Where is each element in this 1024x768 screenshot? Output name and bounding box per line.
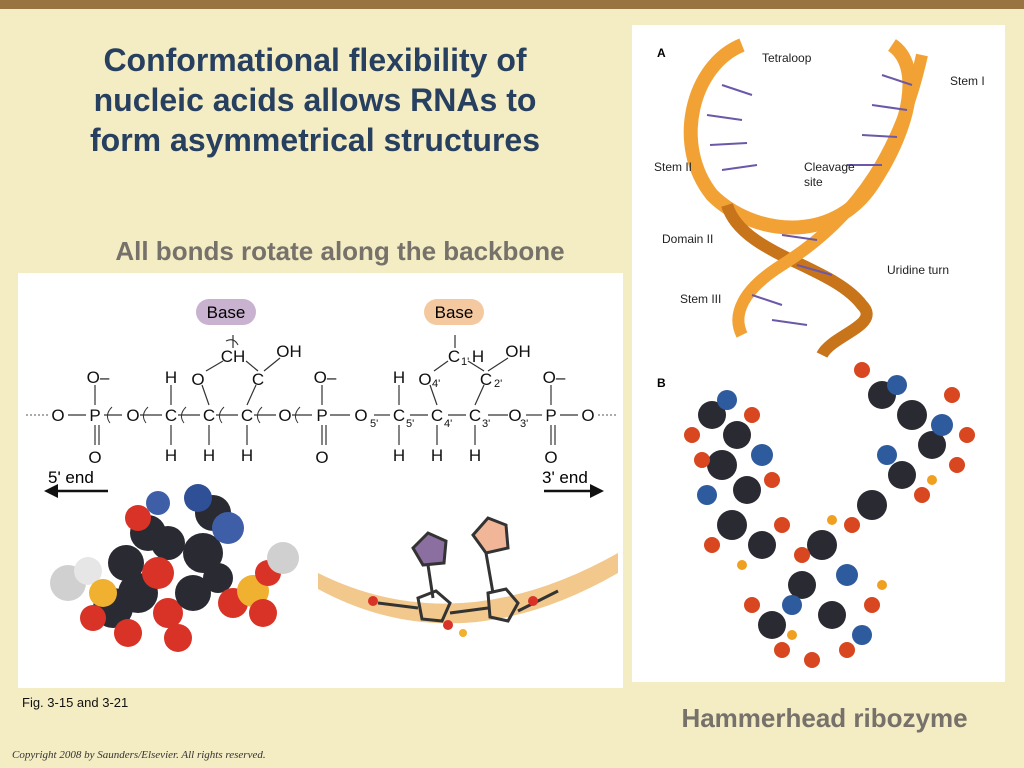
svg-text:O: O <box>126 406 139 425</box>
copyright-notice: Copyright 2008 by Saunders/Elsevier. All… <box>12 749 266 761</box>
svg-text:P: P <box>545 406 556 425</box>
ribbon-model <box>683 38 928 359</box>
annotation-domain2: Domain II <box>662 232 713 246</box>
arrow-3prime-head <box>590 484 604 498</box>
svg-text:H: H <box>203 446 215 465</box>
annotation-uridine: Uridine turn <box>887 263 949 277</box>
svg-text:C: C <box>203 406 215 425</box>
svg-text:C: C <box>448 347 460 366</box>
svg-text:C: C <box>469 406 481 425</box>
annotation-stem2: Stem II <box>654 160 692 174</box>
annotation-stem1: Stem I <box>950 74 985 88</box>
rotation-arrows <box>106 339 301 424</box>
svg-text:O: O <box>191 370 204 389</box>
svg-text:O: O <box>581 406 594 425</box>
ribozyme-diagram: A B Tetraloop Stem I Stem II Cleavage si… <box>654 38 985 668</box>
backbone-bonds <box>68 335 578 445</box>
svg-text:C: C <box>431 406 443 425</box>
figure-caption: Fig. 3-15 and 3-21 <box>22 695 129 710</box>
svg-text:H: H <box>165 368 177 387</box>
svg-text:H: H <box>165 446 177 465</box>
annotation-site: site <box>804 175 823 189</box>
svg-text:3': 3' <box>520 418 528 430</box>
annotation-cleavage: Cleavage <box>804 160 855 174</box>
space-filling-model <box>50 484 299 652</box>
svg-text:O: O <box>88 448 101 467</box>
svg-text:O–: O– <box>543 368 566 387</box>
phosphate-double-bonds <box>98 425 556 445</box>
base-label-right: Base <box>435 303 474 322</box>
title-line-2: nucleic acids allows RNAs to <box>93 82 537 118</box>
svg-text:3': 3' <box>482 418 490 430</box>
svg-text:P: P <box>316 406 327 425</box>
svg-text:OH: OH <box>276 342 302 361</box>
svg-text:P: P <box>89 406 100 425</box>
base-bubble-left <box>196 299 256 325</box>
svg-text:O: O <box>418 370 431 389</box>
slide-title: Conformational flexibility of nucleic ac… <box>40 40 590 160</box>
ribbon-annotations: Tetraloop Stem I Stem II Cleavage site D… <box>654 51 985 306</box>
svg-text:O: O <box>544 448 557 467</box>
base-label-left: Base <box>207 303 246 322</box>
end-label-3prime: 3' end <box>542 468 588 487</box>
position-subscripts: 5' 5' 4' 3' 3' 4' 2' 1' <box>370 356 528 430</box>
svg-text:H: H <box>241 446 253 465</box>
svg-text:4': 4' <box>432 378 440 390</box>
svg-text:1': 1' <box>461 356 469 368</box>
svg-text:H: H <box>472 347 484 366</box>
panel-label-a: A <box>657 46 666 60</box>
title-line-3: form asymmetrical structures <box>90 122 540 158</box>
ribozyme-figure-panel: A B Tetraloop Stem I Stem II Cleavage si… <box>632 25 1005 682</box>
svg-text:C: C <box>252 370 264 389</box>
ribozyme-space-filling-model <box>684 362 975 668</box>
annotation-stem3: Stem III <box>680 292 721 306</box>
svg-text:O–: O– <box>87 368 110 387</box>
svg-text:O: O <box>315 448 328 467</box>
svg-text:5': 5' <box>406 418 414 430</box>
slide-subtitle: All bonds rotate along the backbone <box>115 236 565 266</box>
svg-text:2': 2' <box>494 378 502 390</box>
svg-text:H: H <box>431 446 443 465</box>
svg-text:O: O <box>508 406 521 425</box>
svg-text:H: H <box>393 446 405 465</box>
panel-label-b: B <box>657 376 666 390</box>
svg-text:C: C <box>165 406 177 425</box>
arrow-5prime-head <box>44 484 58 498</box>
svg-text:H: H <box>393 368 405 387</box>
annotation-tetraloop: Tetraloop <box>762 51 812 65</box>
end-label-5prime: 5' end <box>48 468 94 487</box>
svg-text:4': 4' <box>444 418 452 430</box>
svg-text:O: O <box>354 406 367 425</box>
svg-text:CH: CH <box>221 347 246 366</box>
svg-text:H: H <box>469 446 481 465</box>
svg-text:C: C <box>393 406 405 425</box>
svg-text:C: C <box>241 406 253 425</box>
svg-text:5': 5' <box>370 418 378 430</box>
top-accent-bar <box>0 0 1024 9</box>
svg-text:O–: O– <box>314 368 337 387</box>
ribozyme-caption: Hammerhead ribozyme <box>681 703 968 733</box>
stick-model <box>318 516 618 637</box>
title-line-1: Conformational flexibility of <box>103 42 527 78</box>
svg-text:C: C <box>480 370 492 389</box>
base-bubble-right <box>424 299 484 325</box>
svg-text:OH: OH <box>505 342 531 361</box>
svg-text:O: O <box>278 406 291 425</box>
svg-text:O: O <box>51 406 64 425</box>
